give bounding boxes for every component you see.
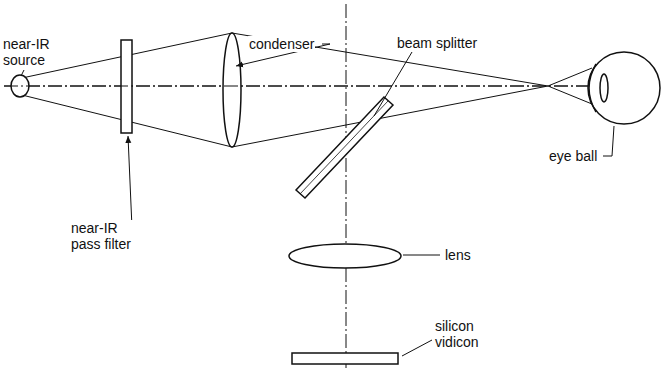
vidicon-tube bbox=[292, 353, 398, 364]
leader-line bbox=[403, 255, 440, 256]
light-ray bbox=[22, 33, 592, 104]
imaging-lens bbox=[289, 244, 401, 268]
leader-line bbox=[402, 340, 432, 356]
beam-splitter-plate bbox=[296, 97, 393, 198]
leader-line bbox=[374, 52, 412, 116]
light-ray bbox=[22, 68, 592, 147]
leader-line bbox=[124, 136, 132, 228]
leader-line bbox=[603, 126, 614, 156]
part-label: silicon vidicon bbox=[434, 318, 504, 350]
optical-axis bbox=[4, 86, 660, 87]
part-label: near-IR pass filter bbox=[70, 220, 152, 252]
eye-ball bbox=[588, 52, 660, 124]
optical-axis bbox=[4, 86, 660, 87]
vertical-axis bbox=[346, 4, 347, 368]
part-label: eye ball bbox=[548, 148, 598, 164]
part-label: beam splitter bbox=[396, 35, 478, 51]
part-label: lens bbox=[444, 247, 472, 263]
leader-line bbox=[21, 70, 24, 76]
part-label: condenser bbox=[248, 36, 315, 52]
part-label: near-IR source bbox=[2, 36, 62, 68]
condenser-lens bbox=[223, 33, 241, 147]
